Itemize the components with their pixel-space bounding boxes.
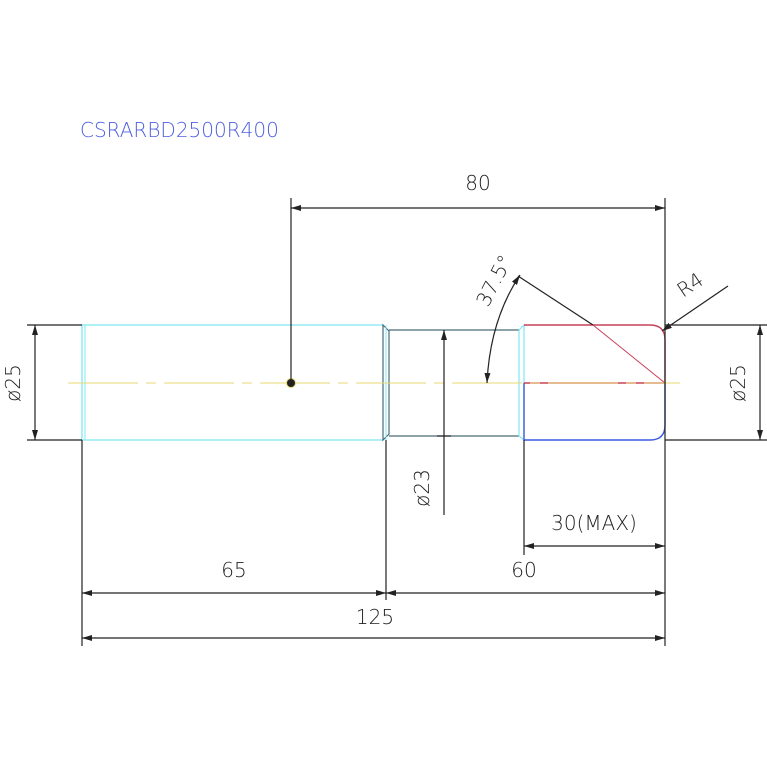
dim-label-neck-diameter: ø23 — [410, 469, 434, 507]
dim-tip-angle: 37.5° — [471, 251, 594, 384]
dim-top-length: 80 — [290, 171, 666, 440]
dim-tip-length: 30(MAX) — [523, 440, 665, 555]
dim-label-tip-length: 30(MAX) — [551, 511, 637, 535]
dim-label-right-diameter: ø25 — [726, 364, 750, 402]
dim-segment-lengths: 65 60 — [81, 440, 666, 646]
tip-upper-outline — [524, 324, 666, 384]
angle-ext-line — [517, 275, 594, 326]
dim-neck-diameter: ø23 — [410, 330, 451, 515]
tip-lower-outline — [523, 383, 666, 441]
dim-label-65: 65 — [221, 558, 246, 582]
tip-cutting-face — [592, 324, 666, 384]
dim-left-diameter: ø25 — [1, 324, 82, 441]
dim-total-length: 125 — [82, 605, 665, 641]
dim-label-125: 125 — [356, 605, 394, 629]
angle-arc — [484, 274, 521, 384]
dim-right-diameter: ø25 — [665, 324, 767, 441]
dim-label-80: 80 — [465, 171, 490, 195]
dim-label-left-diameter: ø25 — [1, 364, 25, 402]
shoulder-step — [382, 323, 390, 442]
dim-label-60: 60 — [511, 558, 536, 582]
radius-leader — [661, 285, 729, 332]
part-outline — [68, 323, 680, 442]
dim-tip-radius: R4 — [661, 267, 729, 332]
dim-label-radius: R4 — [672, 267, 707, 302]
dim-label-angle: 37.5° — [471, 251, 517, 310]
part-code-title: CSRARBD2500R400 — [80, 118, 279, 142]
